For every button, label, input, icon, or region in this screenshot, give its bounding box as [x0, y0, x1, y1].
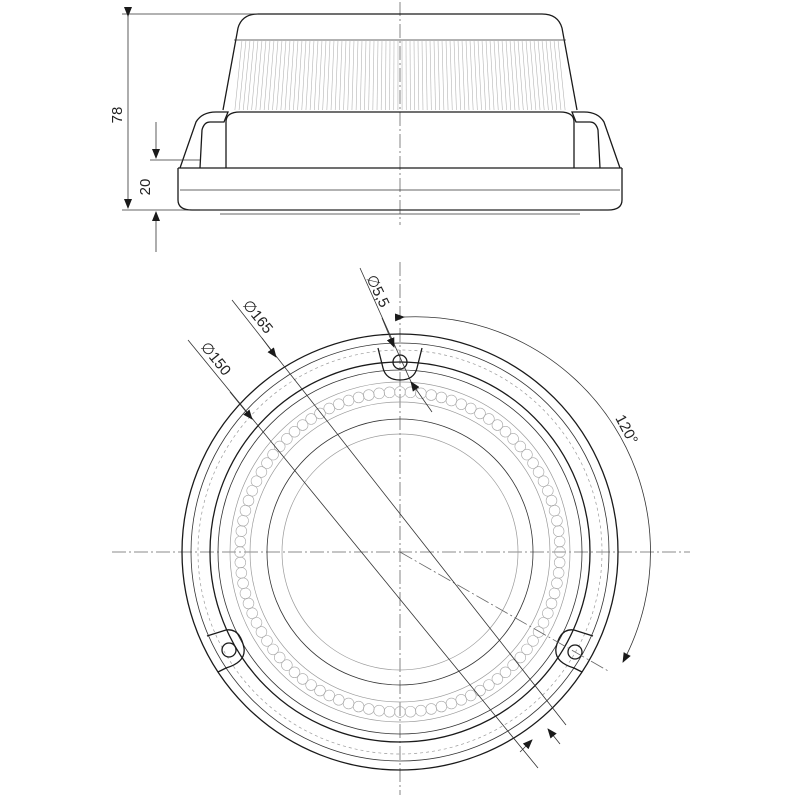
- dim-78-label: 78: [109, 107, 126, 124]
- dim-5-5-label: ∅5,5: [362, 272, 392, 310]
- dim-150-arrow-b: [547, 728, 561, 745]
- hole-center-line: [399, 551, 611, 673]
- dim-165-label: ∅165: [239, 297, 276, 337]
- lens-ring: [225, 111, 575, 168]
- dim-165-arrow-a: [261, 337, 277, 358]
- dim-20-label: 20: [137, 179, 154, 196]
- side-view: 78 20: [109, 2, 623, 252]
- mounting-lug-left: [206, 629, 245, 673]
- lens-ribs: [234, 39, 566, 111]
- dim-165-arrow-b: [519, 739, 533, 753]
- dim-5-5-arrow-b: [410, 381, 433, 413]
- left-lug: [179, 111, 229, 169]
- dim-165-leader: [231, 299, 567, 726]
- dim-5-5-arrow-a: [381, 317, 395, 348]
- top-view: ∅150 ∅165 ∅5,5 120°: [112, 262, 690, 795]
- dim-150-arrow-a: [229, 391, 253, 420]
- right-lug: [571, 111, 621, 169]
- mounting-hole-left: [221, 642, 237, 658]
- angle-120-arc: [394, 313, 651, 663]
- lens-dome: [222, 13, 578, 111]
